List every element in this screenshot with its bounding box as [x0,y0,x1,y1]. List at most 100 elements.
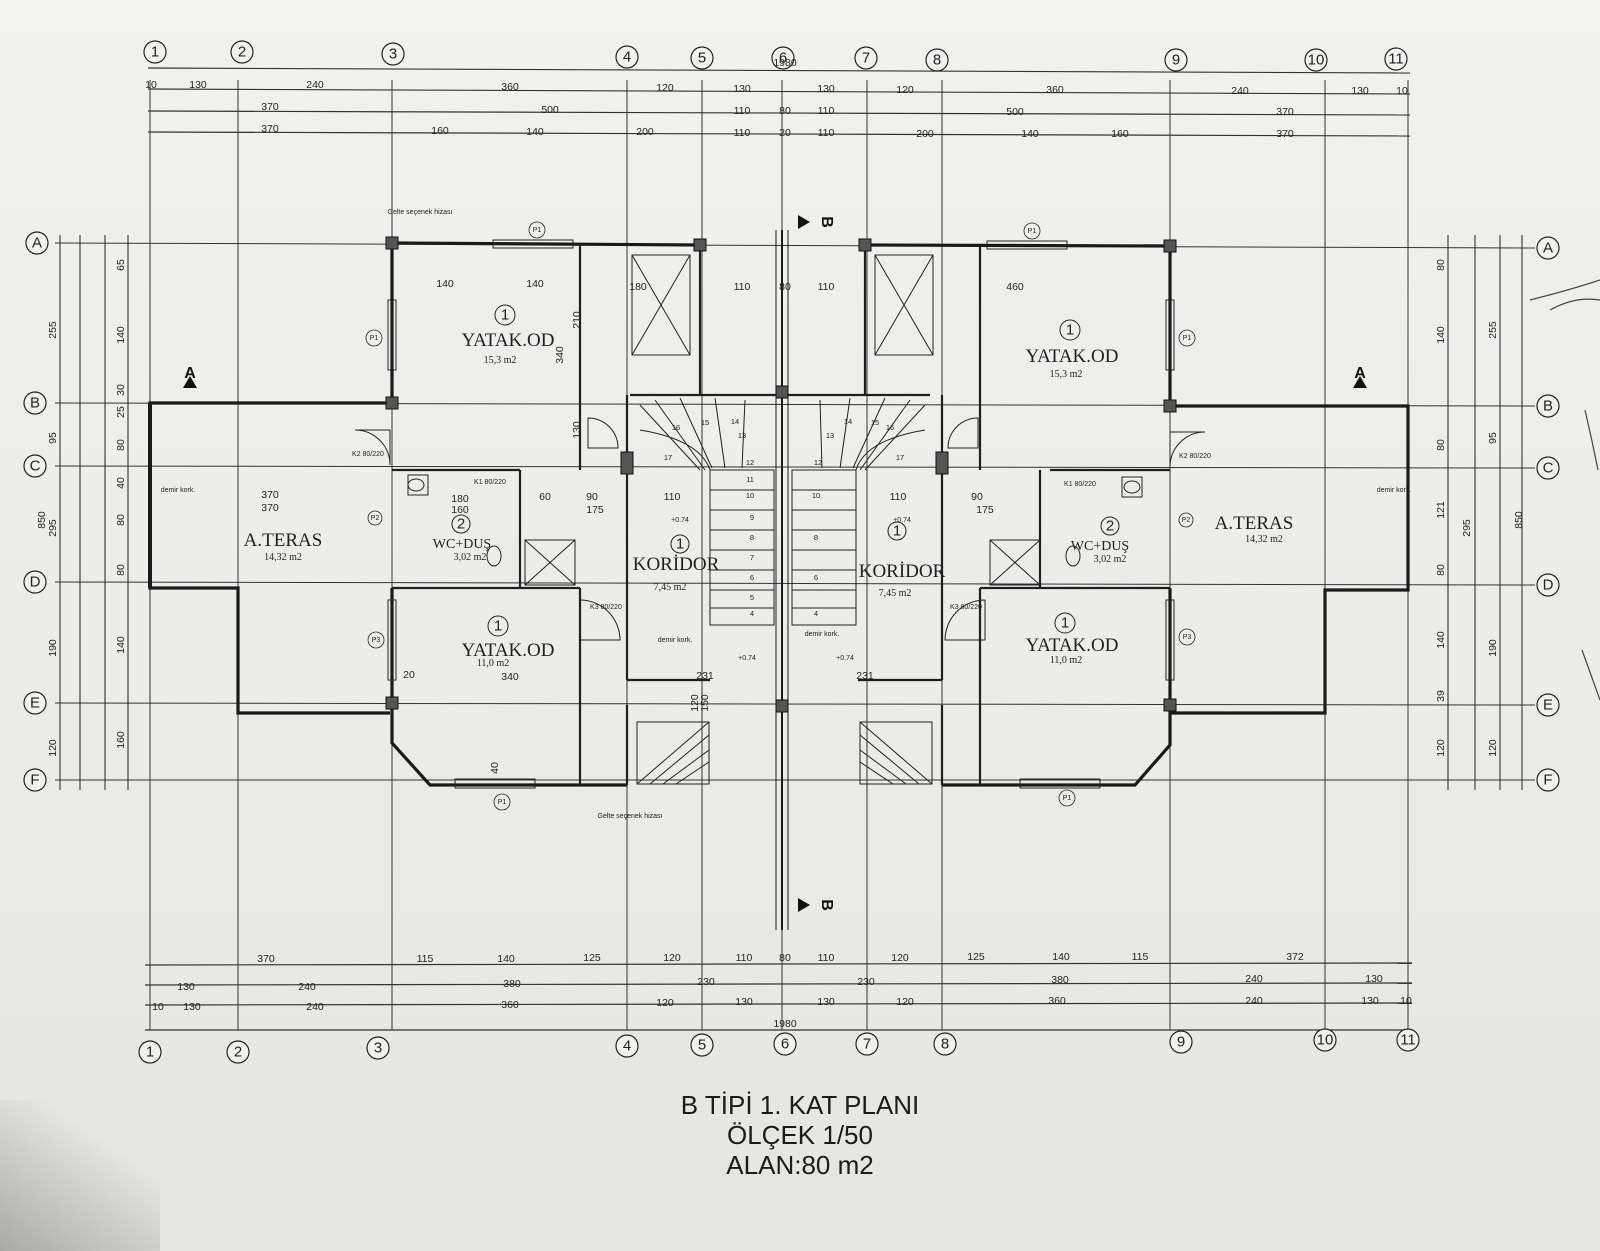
level-mark: +0.74 [893,517,911,524]
level-mark: +0.74 [836,655,854,662]
step-number: 5 [750,593,754,602]
axis-label-5-bottom: 5 [698,1037,706,1054]
dim-text: 30 [115,384,127,396]
dim-text: 140 [115,636,127,654]
door-swings [354,417,1206,641]
top-dimension-texts: 1980 10 130 240 360 120 130 130 120 360 … [145,57,1408,140]
dim-text: 140 [1435,326,1447,344]
dim-text: 110 [890,491,907,503]
level-mark: +0.74 [738,655,756,662]
dim-text: 10 [145,79,157,91]
step-number: 14 [844,417,852,426]
axis-label-7-bottom: 7 [863,1036,871,1053]
dim-text: 110 [734,127,751,139]
stairs [639,397,926,626]
axis-label-1-bottom: 1 [146,1044,154,1061]
step-number: 16 [672,423,680,432]
section-labels: A A B B [184,216,1366,911]
room-name-terrace: A.TERAS [244,530,323,551]
sanitary-fixtures [407,474,1143,567]
window-code: P1 [1063,795,1072,802]
room-area: 11,0 m2 [1050,655,1082,666]
axis-label-10-top: 10 [1308,52,1325,69]
dim-text: 370 [261,489,279,501]
axis-label-a-right: A [1543,240,1553,257]
axis-label-8-bottom: 8 [941,1036,949,1053]
dim-text: 80 [779,952,791,964]
room-area: 15,3 m2 [1050,369,1083,380]
dim-text: 80 [115,514,127,526]
dim-text: 200 [916,128,934,140]
dim-text: 370 [261,101,279,113]
left-axis-bubbles [23,231,49,792]
bottom-dimension-lines [144,962,1413,1031]
window-code: P3 [1183,634,1192,641]
dim-text: 240 [306,79,324,91]
step-number: 14 [731,417,739,426]
dim-text: 240 [1245,995,1263,1007]
dim-text: 120 [1435,739,1447,757]
axis-label-9-top: 9 [1172,52,1180,69]
dim-text: 140 [497,953,515,965]
dim-text: 230 [857,976,875,988]
dim-text: 180 [629,281,647,293]
total-width-bottom: 1980 [773,1018,797,1030]
room-number: 1 [676,536,684,553]
dim-text: 190 [47,639,59,657]
room-area: 7,45 m2 [879,588,912,599]
dim-text: 110 [664,491,681,503]
drawing-scale: ÖLÇEK 1/50 [727,1120,873,1150]
step-number: 8 [814,533,818,542]
dim-text: 10 [1396,85,1408,97]
dim-text: 125 [967,951,985,963]
dim-text: 460 [1006,281,1024,293]
windows [387,239,1175,789]
step-number: 15 [701,418,709,427]
dim-text: 25 [115,406,127,418]
axis-label-9-bottom: 9 [1177,1034,1185,1051]
step-number: 6 [814,573,818,582]
window-code: P1 [1183,335,1192,342]
dim-text: 120 [656,82,674,94]
dim-text: 175 [586,504,604,516]
step-number: 16 [886,423,894,432]
dim-text: 40 [489,762,501,774]
room-area: 11,0 m2 [477,658,509,669]
dim-text: 10 [152,1001,164,1013]
dim-text: 240 [306,1001,324,1013]
exterior-walls [148,230,1410,930]
dim-text: 140 [1021,128,1039,140]
room-area: 7,45 m2 [654,582,687,593]
top-axis-bubbles [143,40,1408,72]
step-number: 10 [812,491,820,500]
step-number: 17 [896,453,904,462]
dim-text: 130 [733,83,751,95]
axis-label-d-right: D [1543,577,1554,594]
step-number: 12 [814,458,822,467]
dim-text: 80 [1435,564,1447,576]
dim-text: 110 [818,952,835,964]
axis-label-6-top: 6 [779,50,787,67]
dim-text: 39 [1435,690,1447,702]
dim-text: 370 [257,953,275,965]
room-name-bedroom-1: YATAK.OD [462,330,555,351]
dim-text: 850 [1513,511,1525,529]
dim-text: 120 [891,952,909,964]
axis-label-11-bottom: 11 [1400,1032,1416,1049]
room-name-bedroom-3: YATAK.OD [1026,346,1119,367]
side-dimension-lines [59,235,1523,790]
axis-label-2-top: 2 [238,44,246,61]
dim-text: 140 [436,278,454,290]
axis-label-5-top: 5 [698,50,706,67]
step-number: 10 [746,491,754,500]
railing-note: demir kork. [658,637,693,644]
top-dimension-lines [147,67,1411,137]
dim-text: 255 [47,321,59,339]
window-code: P1 [533,227,542,234]
dim-text: 295 [1461,519,1473,537]
step-number: 11 [746,475,754,484]
axis-label-e-left: E [30,695,40,712]
room-name-wc-2: WC+DUŞ [1071,539,1129,554]
dim-text: 160 [115,731,127,749]
